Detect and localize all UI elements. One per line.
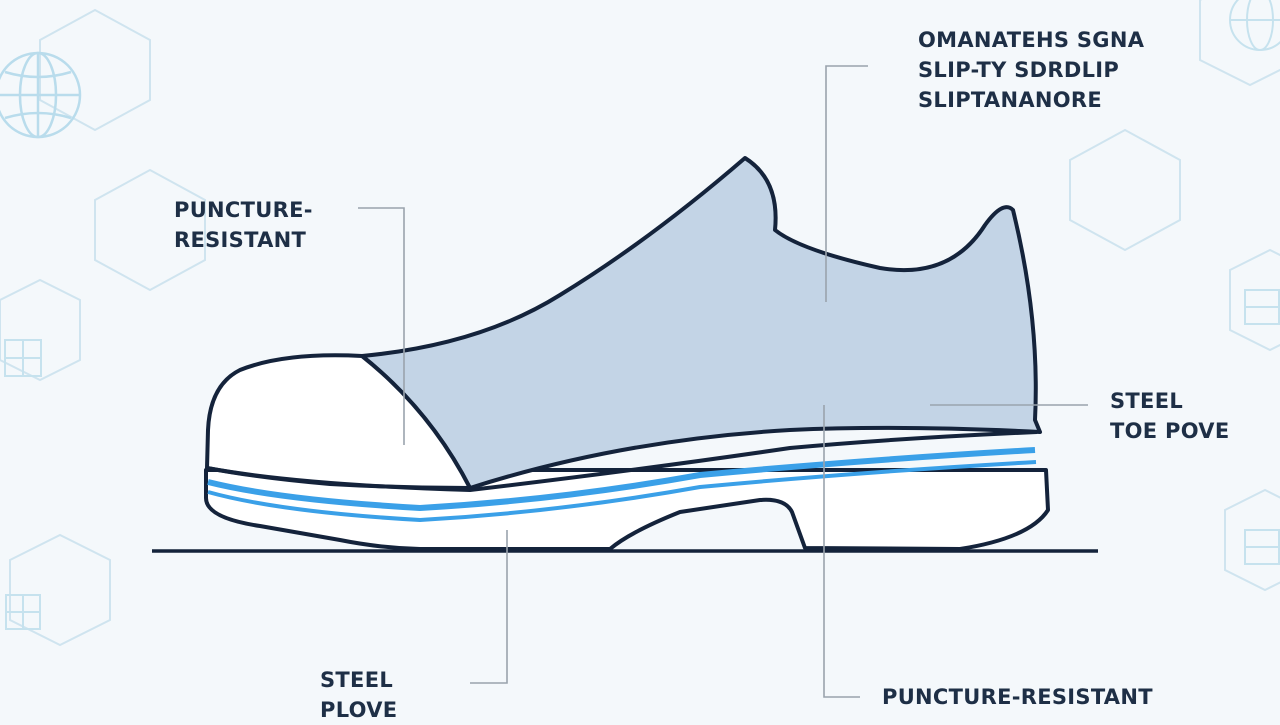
label-left: PUNCTURE- RESISTANT — [174, 195, 313, 255]
label-line: SLIP-TY SDRDLIP — [918, 58, 1120, 82]
label-line: STEEL — [320, 668, 394, 692]
hexagon-decoration — [94, 168, 206, 292]
label-bottom-left: STEEL PLOVE — [320, 665, 397, 725]
globe-icon — [0, 51, 82, 139]
label-line: RESISTANT — [174, 228, 307, 252]
label-line: STEEL — [1110, 389, 1184, 413]
midsole-blue-stripe-outer — [207, 447, 1036, 512]
leader-line-bottom-right — [823, 405, 860, 698]
leader-line-bottom-left — [470, 530, 508, 684]
hexagon-decoration — [1229, 248, 1280, 352]
hexagon-decoration — [1069, 128, 1181, 252]
hexagon-decoration — [9, 533, 111, 647]
label-line: TOE POVE — [1110, 419, 1230, 443]
label-line: PUNCTURE-RESISTANT — [882, 685, 1153, 709]
label-right: STEEL TOE POVE — [1110, 386, 1230, 446]
label-line: PUNCTURE- — [174, 198, 313, 222]
shoe-upper — [360, 156, 1042, 490]
label-line: SLIPTANANORE — [918, 88, 1103, 112]
hexagon-decoration — [1199, 0, 1280, 87]
globe-icon — [1229, 0, 1280, 51]
label-line: PLOVE — [320, 698, 398, 722]
midsole-top-line — [206, 430, 1038, 493]
hexagon-decoration — [0, 278, 81, 382]
label-bottom-right: PUNCTURE-RESISTANT — [882, 682, 1153, 712]
hexagon-decoration — [39, 8, 151, 132]
leader-line-left — [358, 207, 405, 445]
midsole-blue-stripe-inner — [207, 460, 1037, 523]
label-line: OMANATEHS SGNA — [918, 28, 1145, 52]
leader-line-top-right — [825, 65, 868, 302]
label-top-right: OMANATEHS SGNA SLIP-TY SDRDLIP SLIPTANAN… — [918, 25, 1144, 115]
hexagon-decoration — [1224, 488, 1280, 592]
